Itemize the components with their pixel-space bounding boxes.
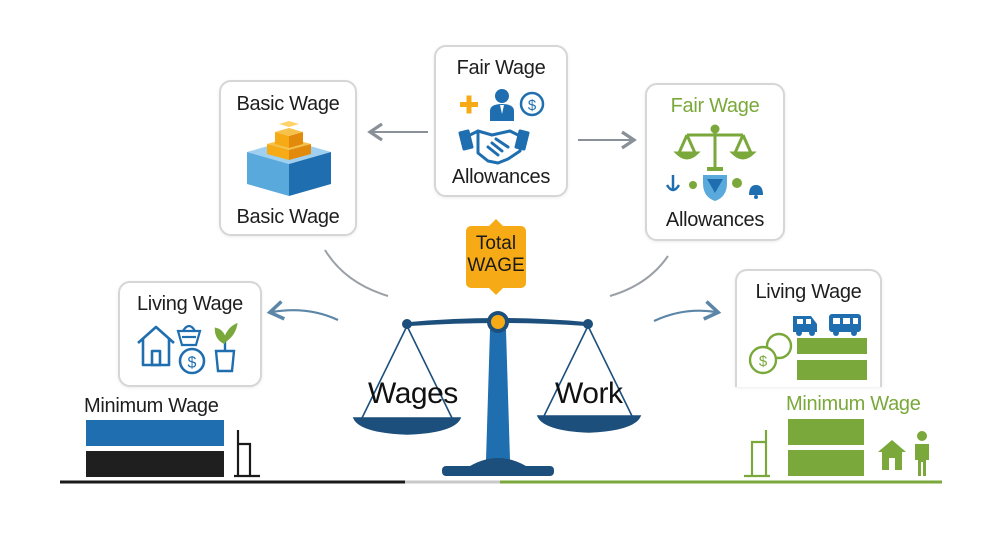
arc-right (609, 255, 669, 297)
balance-scale-icon (673, 124, 757, 171)
stacked-blocks-icon (247, 121, 331, 196)
minimum-wage-blue-bar (86, 420, 224, 446)
living-wage-right-title: Living Wage (755, 281, 862, 303)
arrow-to-living-wage-left (266, 300, 339, 321)
basic-wage-title: Basic Wage (236, 93, 340, 115)
svg-text:$: $ (759, 353, 768, 370)
right-pan (536, 325, 642, 433)
dollar-coin-icon: $ (178, 347, 206, 375)
svg-text:$: $ (188, 355, 197, 372)
work-pan-label: Work (555, 377, 623, 410)
balance-scale (352, 311, 642, 476)
minimum-wage-black-bar (86, 451, 224, 477)
arrow-to-living-wage-right (653, 300, 722, 322)
shield-icon (689, 175, 742, 201)
person-icon (490, 89, 514, 121)
wages-pan-label: Wages (368, 377, 458, 410)
handshake-icon (458, 129, 530, 165)
van-icon (793, 316, 817, 336)
living-wage-left-icons: $ (137, 322, 238, 375)
total-wage-badge: Total WAGE (466, 219, 526, 295)
bus-icon (829, 314, 861, 336)
dollar-coin-icon: $ (519, 91, 545, 117)
plant-icon (214, 322, 238, 373)
minimum-wage-green-bar-2 (788, 450, 864, 476)
minimum-wage-green-bar-1 (788, 419, 864, 445)
total-wage-line1: Total (475, 233, 517, 254)
living-wage-bar-1 (797, 338, 867, 354)
minimum-wage-right-label: Minimum Wage (786, 393, 921, 415)
living-wage-bar-2 (797, 360, 867, 380)
ground-right-icons (878, 431, 929, 476)
person-icon (915, 431, 929, 476)
living-wage-left-card: Living Wage $ (118, 281, 262, 387)
living-wage-right-icons: $ (748, 314, 867, 380)
living-wage-left-title: Living Wage (136, 293, 244, 315)
fair-wage-top-title: Fair Wage (456, 57, 546, 79)
fair-wage-right-title: Fair Wage (670, 95, 760, 117)
fair-wage-right-subtitle: Allowances (665, 209, 765, 231)
anchor-icon (665, 175, 681, 192)
minimum-wage-left-label: Minimum Wage (84, 395, 219, 417)
house-icon (137, 325, 175, 367)
fair-wage-right-icons (665, 124, 763, 201)
left-pan (352, 325, 462, 435)
fair-wage-top-subtitle: Allowances (451, 166, 551, 188)
shopping-basket-icon (176, 324, 202, 347)
coins-icon: $ (748, 332, 793, 375)
basic-wage-subtitle: Basic Wage (236, 206, 340, 228)
basic-wage-card: Basic Wage Basic Wage (219, 80, 357, 236)
plus-icon (460, 95, 478, 114)
level-marker-left (234, 430, 260, 478)
scale-pillar (442, 311, 554, 476)
total-wage-line2: WAGE (467, 255, 525, 276)
svg-text:$: $ (528, 97, 537, 114)
house-icon (878, 440, 906, 470)
bell-icon (749, 185, 763, 199)
fair-wage-right-card: Fair Wage Allowances (645, 83, 785, 241)
fair-wage-top-card: Fair Wage $ Allowances (434, 45, 568, 197)
fair-wage-icons: $ (458, 89, 545, 165)
arc-left (324, 249, 389, 297)
level-marker-right (744, 430, 770, 478)
